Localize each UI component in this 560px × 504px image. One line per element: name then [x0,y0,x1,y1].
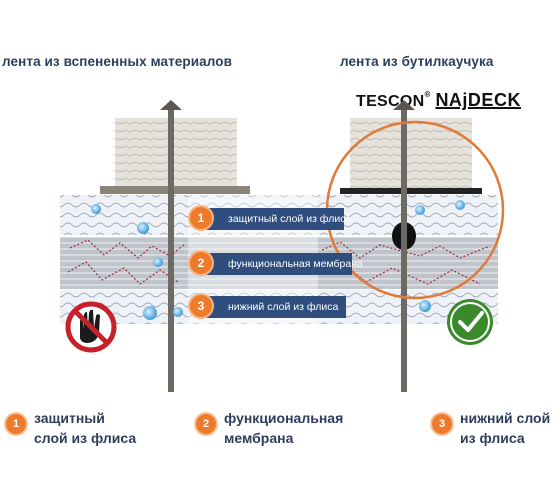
right-assembly [318,100,505,392]
layer-label-text: защитный слой из флиса [228,213,352,225]
right-butyl-tape [340,188,482,194]
layer-label-2: функциональная мембрана [200,253,363,275]
right-screw [401,110,407,392]
legend-item-3: нижний слой из флиса [460,408,550,448]
left-top-fleece [60,195,188,235]
legend-line: мембрана [224,430,294,446]
legend-line: функциональная [224,410,344,426]
left-foam-tape [100,186,250,194]
layer-badge-1: 1 [190,207,212,229]
legend-line: нижний слой [460,410,551,426]
layer-badge-2: 2 [190,252,212,274]
legend-item-2: функциональная мембрана [224,408,343,448]
water-drop-icon [153,257,163,267]
legend-badge-2: 2 [196,414,216,434]
left-screw [168,110,174,392]
layer-label-text: функциональная мембрана [228,258,363,270]
stop-hand-icon [65,301,117,353]
right-wood-batten [350,118,472,188]
legend-item-1: защитный слой из флиса [34,408,136,448]
layer-label-text: нижний слой из флиса [228,301,339,313]
water-drop-icon [91,204,101,214]
water-drop-icon [419,300,431,312]
water-drop-icon [173,307,183,317]
water-drop-icon [143,306,157,320]
brand-najdeck: NAjDECK [435,90,521,110]
legend-badge-3: 3 [432,414,452,434]
legend-line: защитный [34,410,105,426]
left-assembly [60,100,250,392]
layer-badge-3: 3 [190,295,212,317]
layer-label-1: защитный слой из флиса [200,208,351,230]
legend-badge-1: 1 [6,414,26,434]
left-heading: лента из вспененных материалов [2,54,233,69]
left-wood-batten [115,118,237,186]
water-drop-icon [137,222,149,234]
brand-logo: TESCON® NAjDECK [356,90,521,111]
layer-label-3: нижний слой из флиса [200,296,346,318]
left-membrane [60,237,188,289]
right-heading: лента из бутилкаучука [340,54,494,69]
water-drop-icon [415,205,425,215]
legend-line: слой из флиса [34,430,137,446]
water-drop-icon [455,200,465,210]
brand-registered-mark: ® [424,90,431,99]
check-icon [447,299,493,345]
legend-line: из флиса [460,430,525,446]
